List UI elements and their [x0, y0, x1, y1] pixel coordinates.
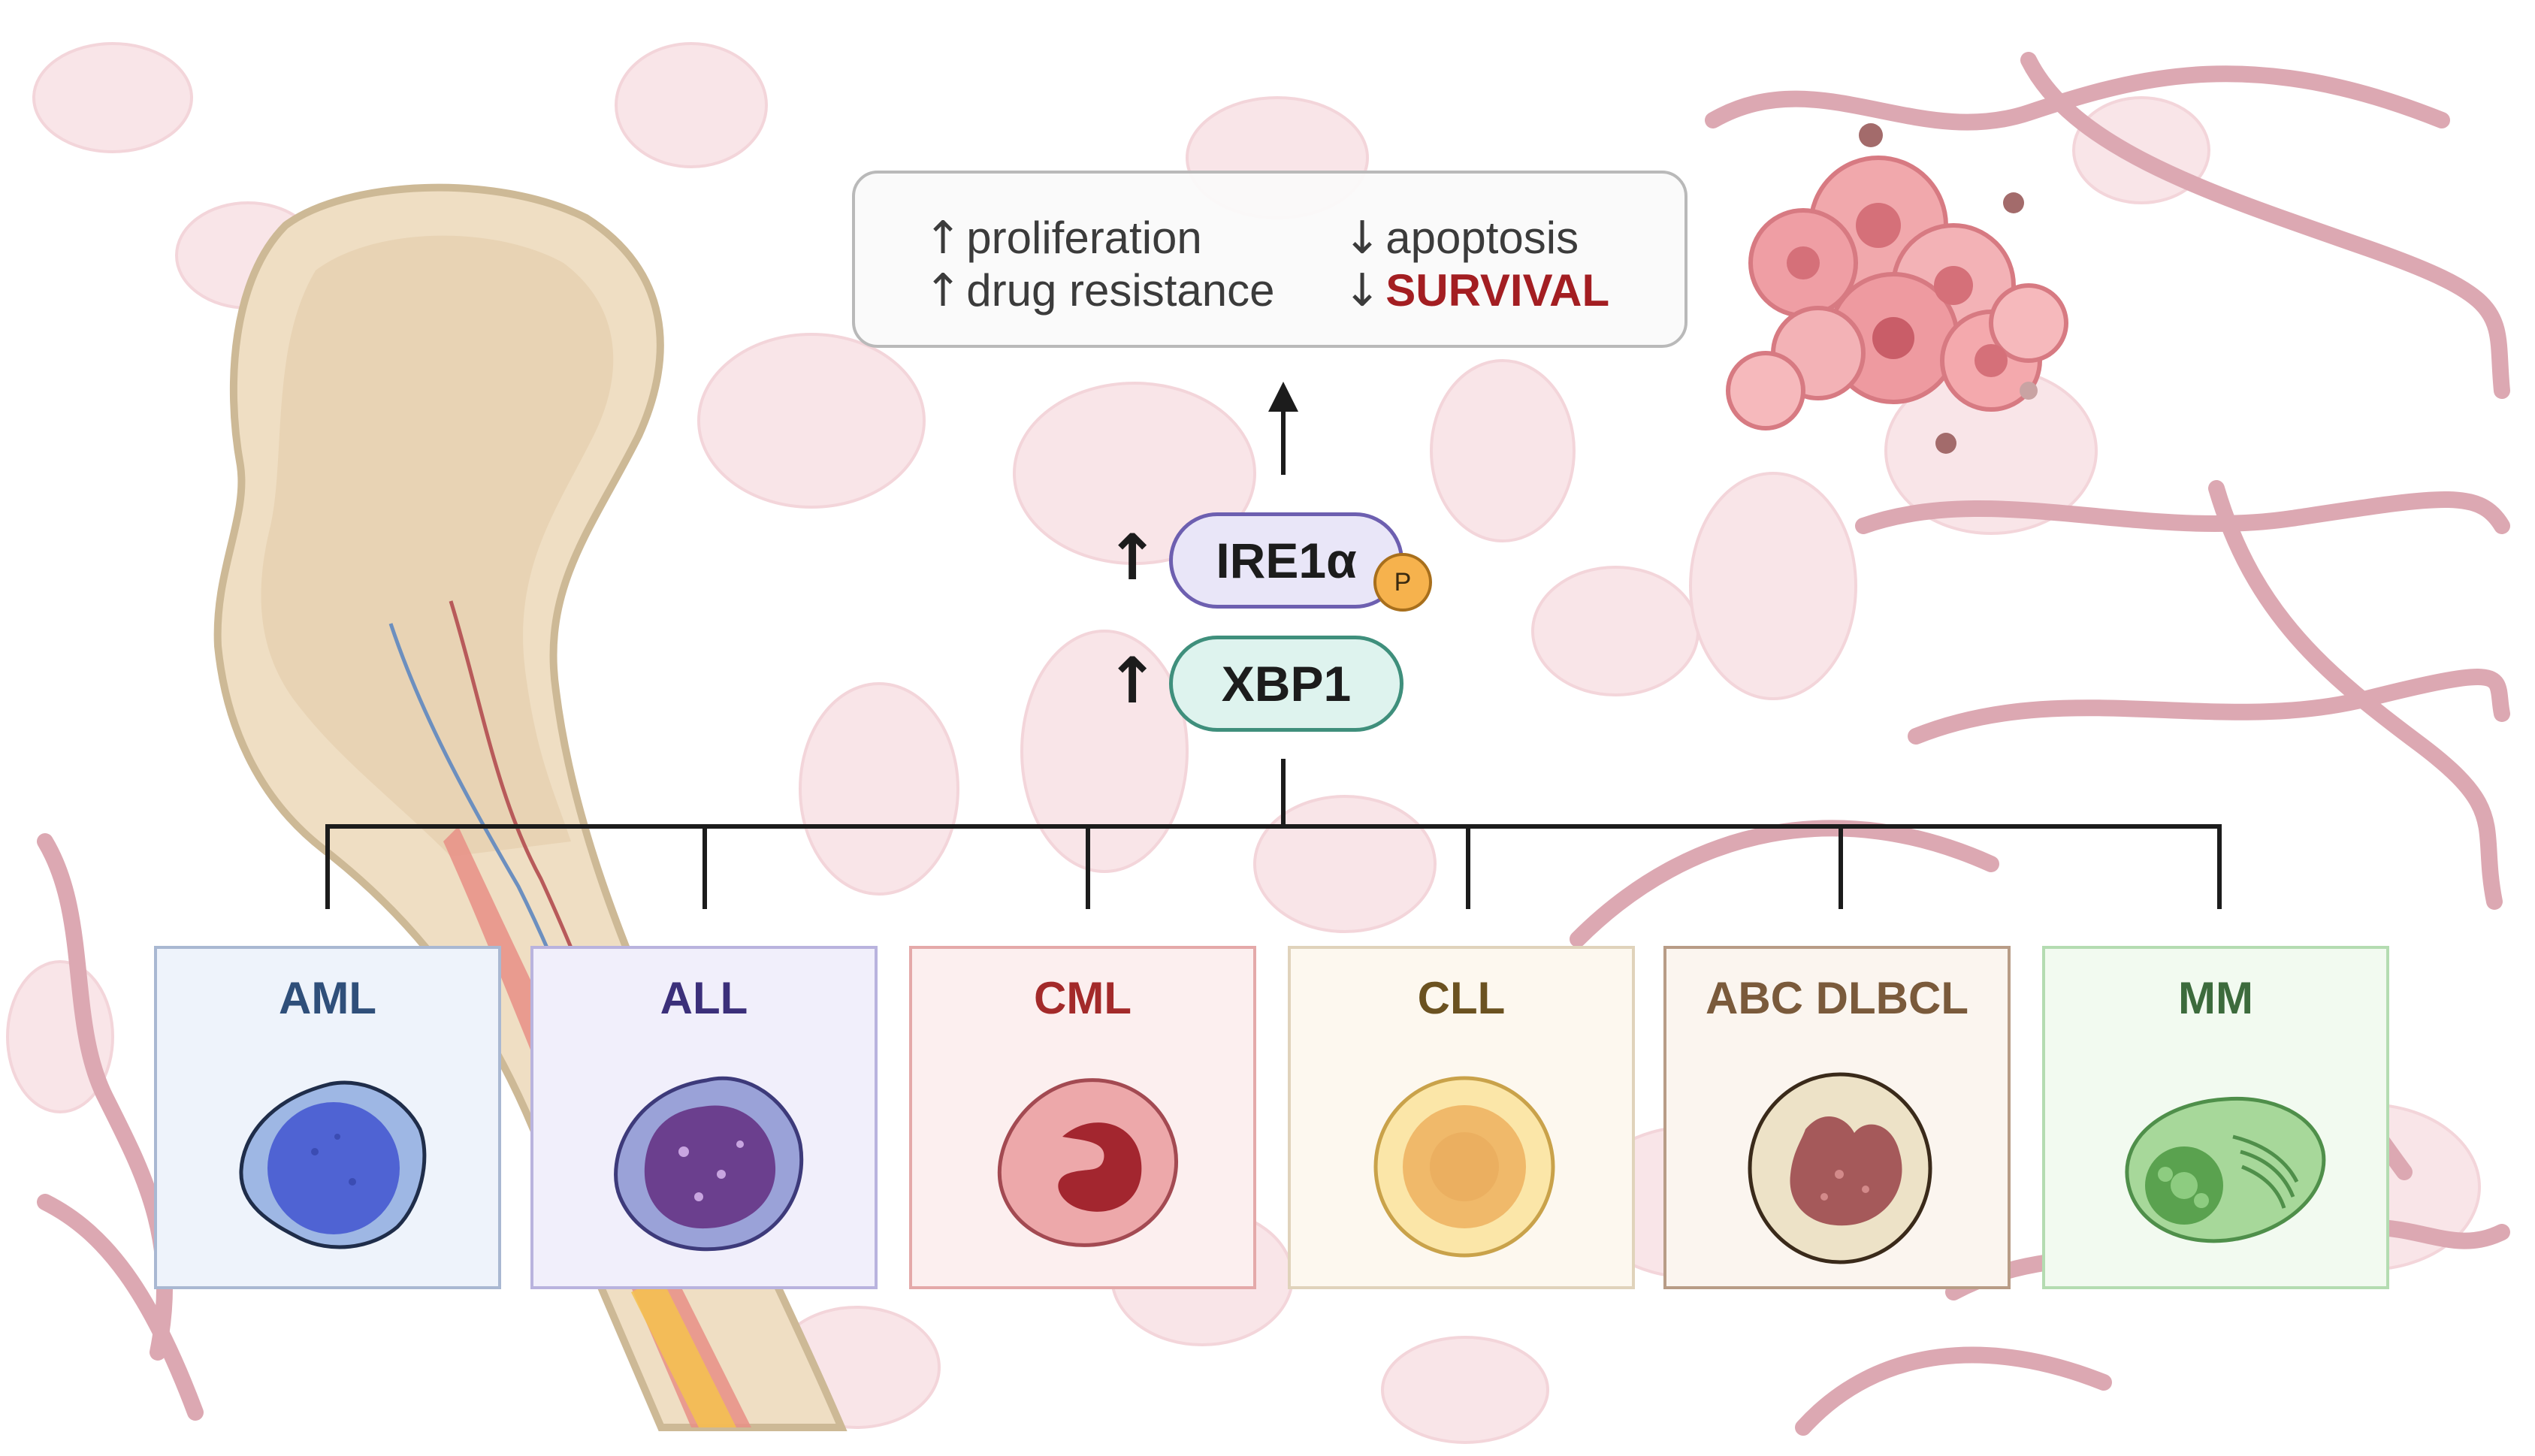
outcome-survival: ↓SURVIVAL — [1343, 264, 1610, 317]
blood-vessels — [37, 52, 2510, 1436]
mm-cell-icon — [2125, 1096, 2326, 1243]
phosphorylation-badge: P — [1373, 553, 1432, 612]
all-cell-icon — [614, 1076, 804, 1252]
ire1a-up-arrow-icon: ↑ — [1106, 521, 1159, 594]
panel-cll: CLL — [1288, 946, 1635, 1289]
up-arrow-icon: ↑ — [924, 264, 962, 317]
panel-mm: MM — [2042, 946, 2389, 1289]
cml-cell-icon — [997, 1078, 1178, 1247]
panel-label: MM — [2178, 973, 2253, 1023]
abc-dlbcl-cell-icon — [1748, 1072, 1932, 1264]
panel-label: CML — [1034, 973, 1132, 1023]
panel-abc-dlbcl: ABC DLBCL — [1663, 946, 2011, 1289]
connector-lines — [325, 402, 2222, 909]
aml-cell-icon — [239, 1080, 427, 1249]
outcome-proliferation: ↑proliferation — [924, 212, 1202, 264]
panel-aml: AML — [154, 946, 501, 1289]
panel-label: ABC DLBCL — [1706, 973, 1968, 1023]
down-arrow-icon: ↓ — [1343, 212, 1382, 264]
output-arrowhead — [1268, 382, 1298, 412]
outcome-box: ↑proliferation ↑drug resistance ↓apoptos… — [852, 171, 1687, 348]
up-arrow-icon: ↑ — [924, 212, 962, 264]
outcome-apoptosis: ↓apoptosis — [1343, 212, 1579, 264]
down-arrow-icon: ↓ — [1343, 264, 1382, 317]
xbp1-node: XBP1 — [1169, 636, 1403, 732]
panel-label: CLL — [1417, 973, 1506, 1023]
xbp1-up-arrow-icon: ↑ — [1106, 644, 1159, 717]
panel-all: ALL — [530, 946, 878, 1289]
ire1a-node: IRE1α — [1169, 512, 1403, 609]
panel-label: AML — [279, 973, 376, 1023]
tumor-cluster — [1726, 123, 2068, 454]
panel-label: ALL — [660, 973, 748, 1023]
panel-cml: CML — [909, 946, 1256, 1289]
cll-cell-icon — [1373, 1076, 1555, 1258]
outcome-drug-resistance: ↑drug resistance — [924, 264, 1275, 317]
